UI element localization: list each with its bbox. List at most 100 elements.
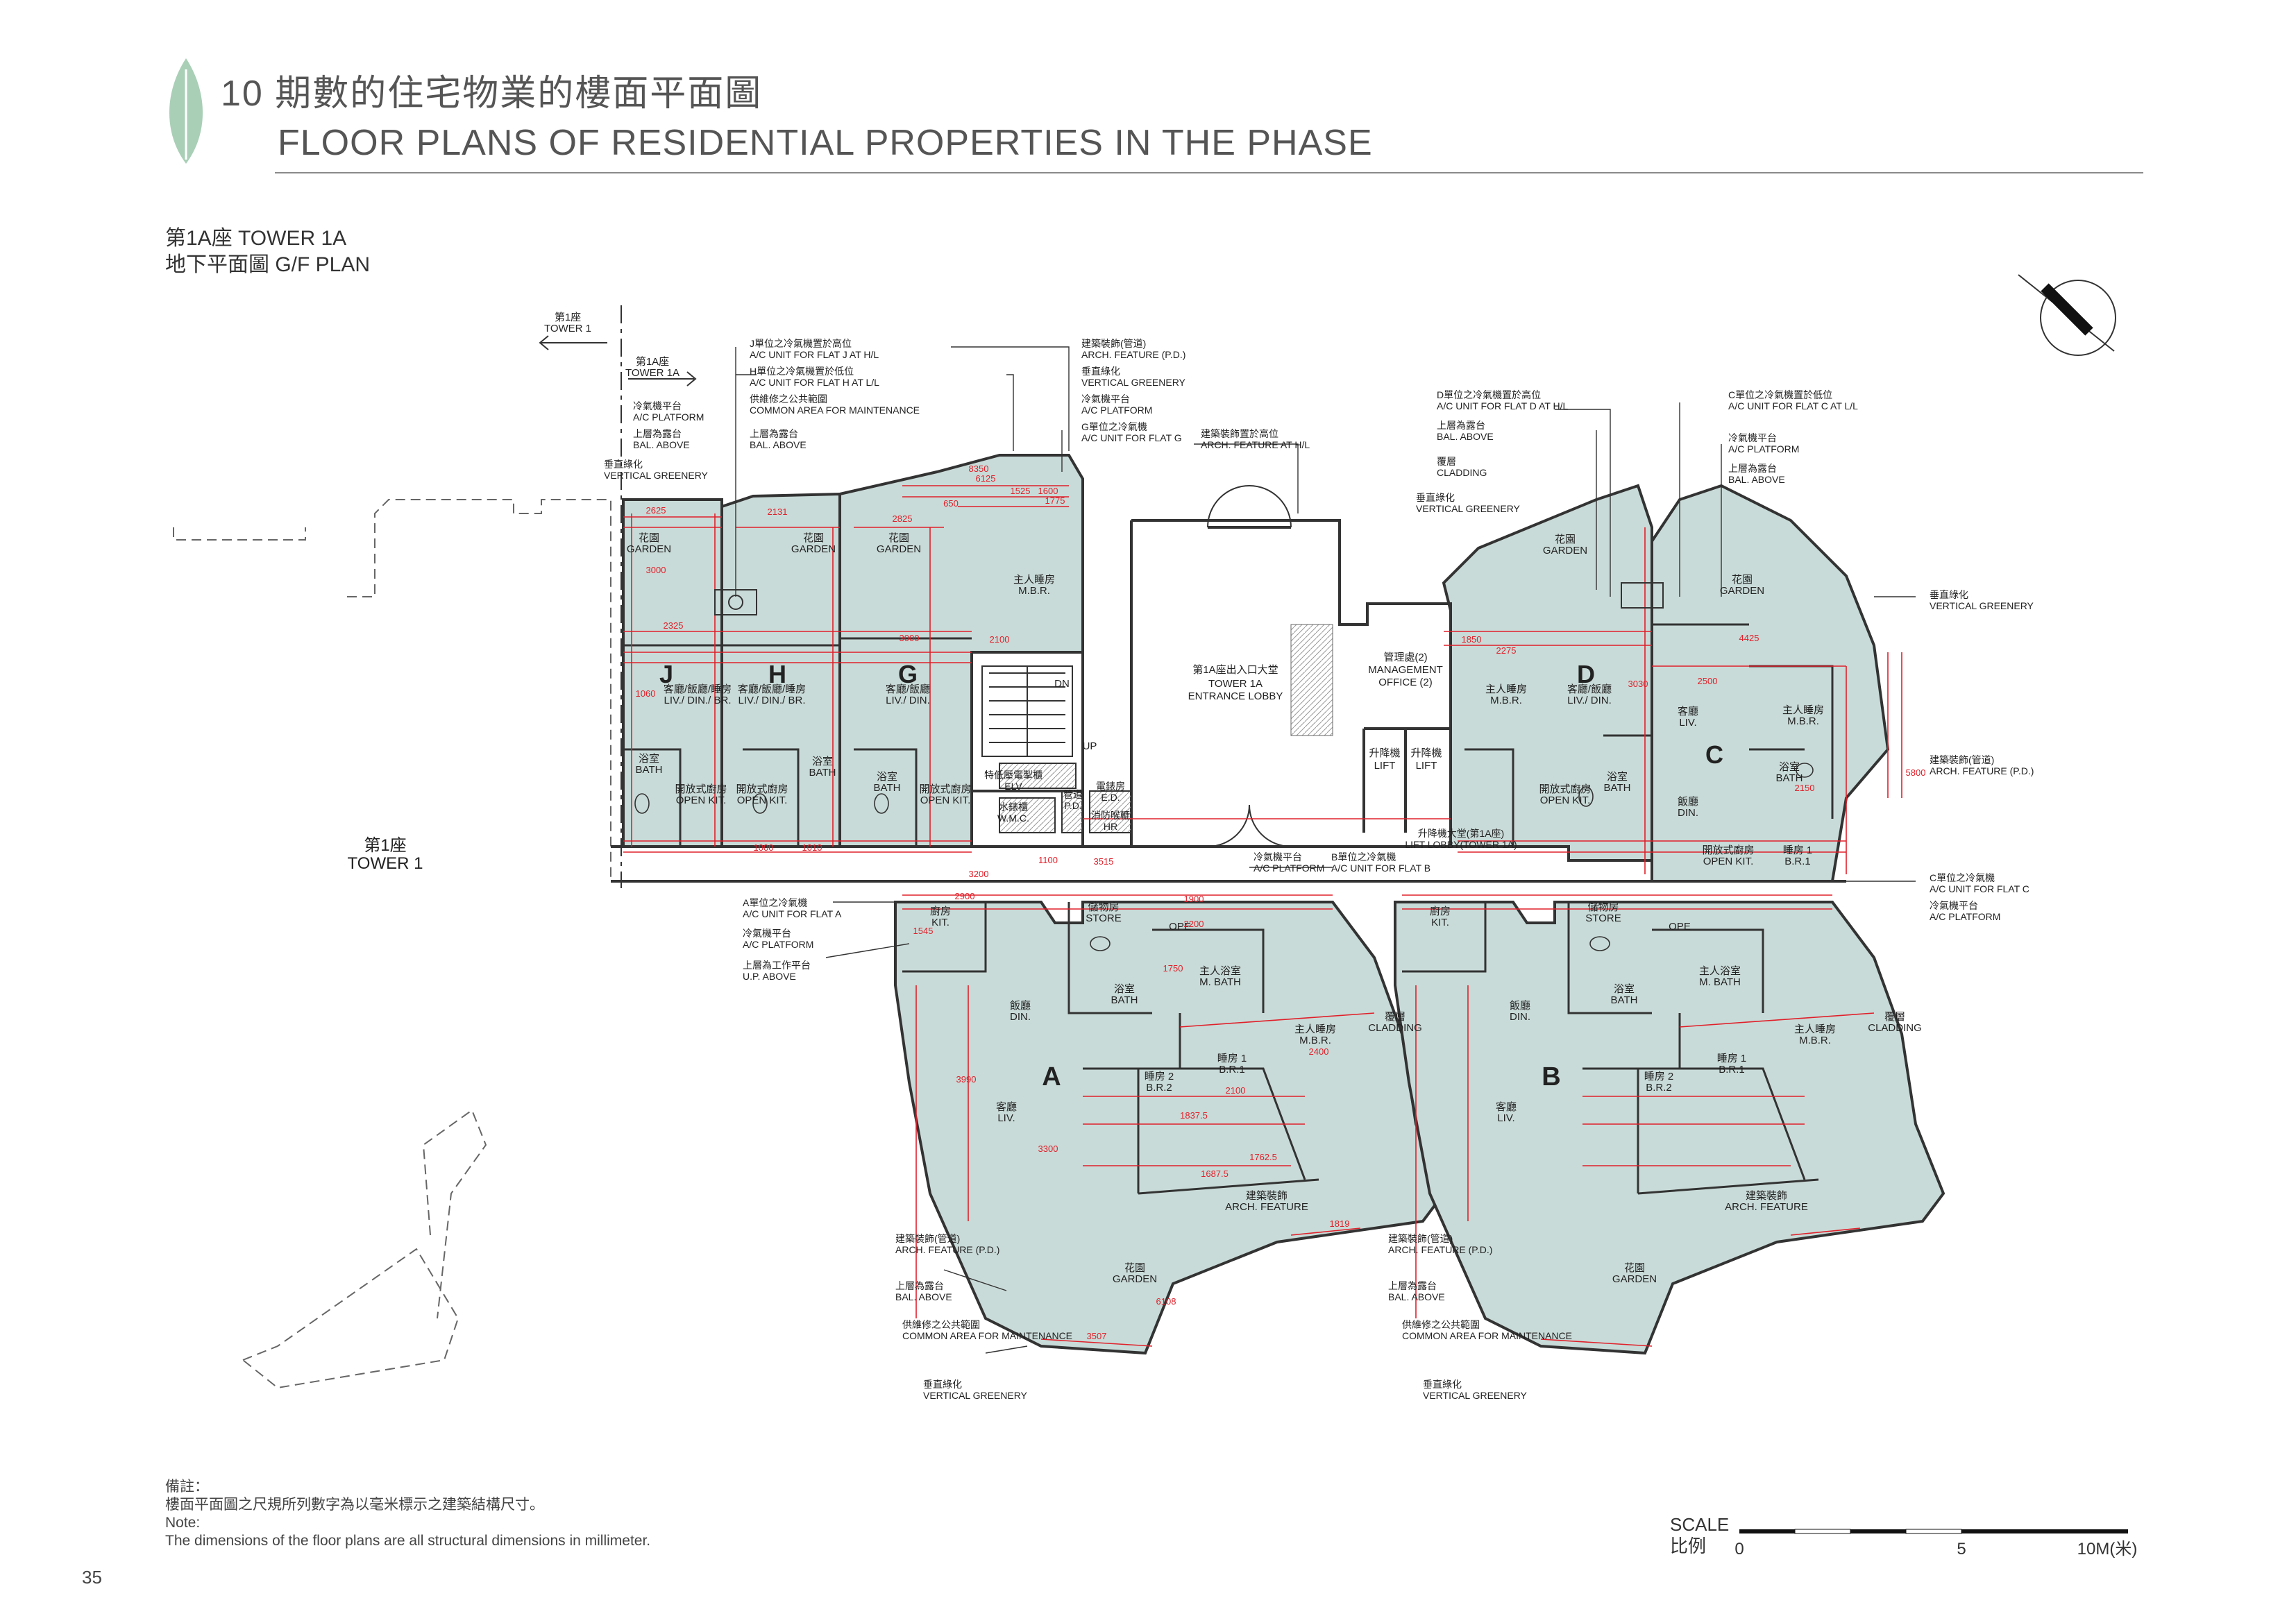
flat-a-bath-en: BATH bbox=[1111, 994, 1138, 1006]
dim-21: 3200 bbox=[969, 869, 989, 879]
core-hatch bbox=[999, 624, 1333, 833]
notes-text-zh: 樓面平面圖之尺規所列數字為以毫米標示之建築結構尺寸。 bbox=[165, 1497, 544, 1513]
ac-unit-icon bbox=[714, 582, 1664, 615]
flat-d-liv-en: LIV./ DIN. bbox=[1567, 695, 1612, 706]
callout-d-ac-zh: D單位之冷氣機置於高位 bbox=[1437, 389, 1541, 400]
flat-c-din-en: DIN. bbox=[1678, 807, 1698, 819]
flat-b-mbath-en: M. BATH bbox=[1699, 976, 1741, 988]
callout-cladding-zh: 覆層 bbox=[1437, 456, 1456, 467]
dimension-numbers: 2625 3000 2325 2131 2825 6125 8350 1600 … bbox=[636, 464, 1926, 1341]
flat-b-liv-zh: 客廳 bbox=[1496, 1101, 1517, 1113]
flat-d-bath-zh: 浴室 bbox=[1607, 771, 1628, 783]
dim-24: 1900 bbox=[1184, 894, 1204, 904]
hr-label-zh: 消防喉轆 bbox=[1091, 810, 1130, 821]
flat-j-kit-en: OPEN KIT. bbox=[676, 794, 727, 806]
dimension-lines bbox=[623, 485, 1902, 1347]
flat-a-br2-en: B.R.2 bbox=[1146, 1082, 1172, 1094]
dim-8: 1525 bbox=[1011, 486, 1031, 496]
flat-h-kit-en: OPEN KIT. bbox=[737, 794, 788, 806]
callout-c-ac2-en: A/C UNIT FOR FLAT C bbox=[1930, 883, 2029, 894]
lobby-label-en2: ENTRANCE LOBBY bbox=[1188, 690, 1283, 702]
dim-27: 1762.5 bbox=[1249, 1152, 1277, 1162]
flat-a-br1-zh: 睡房 1 bbox=[1217, 1053, 1247, 1064]
flat-d-kit-en: OPEN KIT. bbox=[1540, 794, 1591, 806]
flat-b-area bbox=[1394, 901, 1945, 1355]
callout-bal5-en: BAL. ABOVE bbox=[895, 1291, 952, 1302]
dim-30: 2200 bbox=[1184, 919, 1204, 929]
callout-bal2-en: BAL. ABOVE bbox=[633, 439, 690, 450]
flat-a-br1-en: B.R.1 bbox=[1219, 1064, 1245, 1076]
callout-arch-pd4-zh: 建築裝飾(管道) bbox=[1388, 1233, 1453, 1244]
dim-31: 3300 bbox=[1038, 1144, 1058, 1154]
flat-b-din-zh: 飯廳 bbox=[1510, 999, 1530, 1012]
flat-h-garden-en: GARDEN bbox=[791, 543, 836, 555]
callout-vg5-zh: 垂直綠化 bbox=[923, 1379, 962, 1390]
scale-tick-0: 0 bbox=[1734, 1540, 1744, 1558]
lower-flat-partitions bbox=[902, 902, 1819, 1195]
flat-b-kit-zh: 廚房 bbox=[1430, 905, 1451, 917]
callout-acp4-zh: 冷氣機平台 bbox=[1930, 900, 1978, 911]
flat-a-arch-en: ARCH. FEATURE bbox=[1225, 1201, 1308, 1213]
flat-a-mbr-en: M.B.R. bbox=[1299, 1035, 1331, 1046]
notes-heading-zh: 備註： bbox=[165, 1479, 209, 1495]
flat-h-letter: H bbox=[768, 660, 786, 688]
callout-a-ac-en: A/C UNIT FOR FLAT A bbox=[743, 908, 842, 919]
callout-vg3-en: VERTICAL GREENERY bbox=[1416, 503, 1521, 514]
flat-b-br2-zh: 睡房 2 bbox=[1644, 1071, 1674, 1082]
dim-28: 2400 bbox=[1309, 1046, 1329, 1057]
flat-b-bath-en: BATH bbox=[1611, 994, 1638, 1006]
callout-j-ac-en: A/C UNIT FOR FLAT J AT H/L bbox=[750, 349, 879, 360]
flat-a-liv-en: LIV. bbox=[997, 1112, 1015, 1124]
callout-acp-en: A/C PLATFORM bbox=[633, 411, 704, 423]
stair-up-label: UP bbox=[1083, 740, 1097, 752]
callout-acp2-en: A/C PLATFORM bbox=[1081, 405, 1152, 416]
callout-h-ac-en: A/C UNIT FOR FLAT H AT L/L bbox=[750, 377, 879, 388]
dim-0: 2625 bbox=[646, 505, 666, 516]
callout-arch-pd2-en: ARCH. FEATURE (P.D.) bbox=[1930, 765, 2034, 776]
dim-35: 6108 bbox=[1156, 1296, 1176, 1307]
flat-b-mbr-en: M.B.R. bbox=[1799, 1035, 1831, 1046]
callout-bal6-zh: 上層為露台 bbox=[1388, 1280, 1437, 1291]
dim-10: 650 bbox=[943, 498, 959, 509]
flat-h-liv-zh: 客廳/飯廳/睡房 bbox=[738, 683, 806, 695]
tower1a-label-zh: 第1A座 bbox=[636, 355, 669, 368]
flat-b-bath-zh: 浴室 bbox=[1614, 983, 1635, 995]
lift2-label-en: LIFT bbox=[1416, 760, 1437, 772]
wmc-label-en: W.M.C. bbox=[997, 813, 1029, 824]
flat-d-letter: D bbox=[1577, 660, 1595, 688]
core-walls bbox=[611, 479, 1846, 883]
dim-16: 4425 bbox=[1739, 633, 1759, 643]
callout-acp2-zh: 冷氣機平台 bbox=[1081, 393, 1130, 405]
stair-dn-label: DN bbox=[1054, 678, 1070, 690]
callout-vg3-zh: 垂直綠化 bbox=[1416, 492, 1455, 503]
callout-vg6-zh: 垂直綠化 bbox=[1423, 1379, 1462, 1390]
flat-a-letter: A bbox=[1042, 1062, 1061, 1091]
callout-cladding-en: CLADDING bbox=[1437, 467, 1487, 478]
callout-c-ac-en: A/C UNIT FOR FLAT C AT L/L bbox=[1728, 400, 1858, 411]
flat-j-garden-en: GARDEN bbox=[627, 543, 671, 555]
flat-g-bath-en: BATH bbox=[874, 782, 901, 794]
flat-a-din-zh: 飯廳 bbox=[1010, 999, 1031, 1012]
flat-g-kit-zh: 開放式廚房 bbox=[919, 783, 971, 795]
callout-arch-pd3-en: ARCH. FEATURE (P.D.) bbox=[895, 1244, 999, 1255]
flat-b-cladding-zh: 覆層 bbox=[1884, 1011, 1905, 1023]
callout-vg4-en: VERTICAL GREENERY bbox=[1930, 600, 2034, 611]
callout-cam3-en: COMMON AREA FOR MAINTENANCE bbox=[1402, 1330, 1572, 1341]
lift1-label-en: LIFT bbox=[1374, 760, 1396, 772]
dim-33: 2100 bbox=[1226, 1085, 1246, 1096]
dim-15: 2275 bbox=[1496, 645, 1517, 656]
hr-label-en: HR bbox=[1104, 821, 1117, 832]
flat-c-br1-en: B.R.1 bbox=[1784, 856, 1811, 867]
dim-7: 1600 bbox=[1038, 486, 1058, 496]
flat-b-arch-en: ARCH. FEATURE bbox=[1725, 1201, 1808, 1213]
flat-b-mbath-zh: 主人浴室 bbox=[1699, 965, 1741, 977]
flat-j-bath-zh: 浴室 bbox=[639, 753, 659, 765]
callout-vg2-en: VERTICAL GREENERY bbox=[1081, 377, 1186, 388]
scale-label-en: SCALE bbox=[1670, 1514, 1730, 1535]
callout-bal-zh: 上層為露台 bbox=[750, 428, 798, 439]
callout-acp3-zh: 冷氣機平台 bbox=[1728, 432, 1777, 443]
flat-c-liv-zh: 客廳 bbox=[1678, 705, 1698, 717]
dim-5: 6125 bbox=[976, 473, 996, 484]
flat-b-letter: B bbox=[1542, 1062, 1560, 1091]
tower1-label-en: TOWER 1 bbox=[544, 323, 591, 334]
